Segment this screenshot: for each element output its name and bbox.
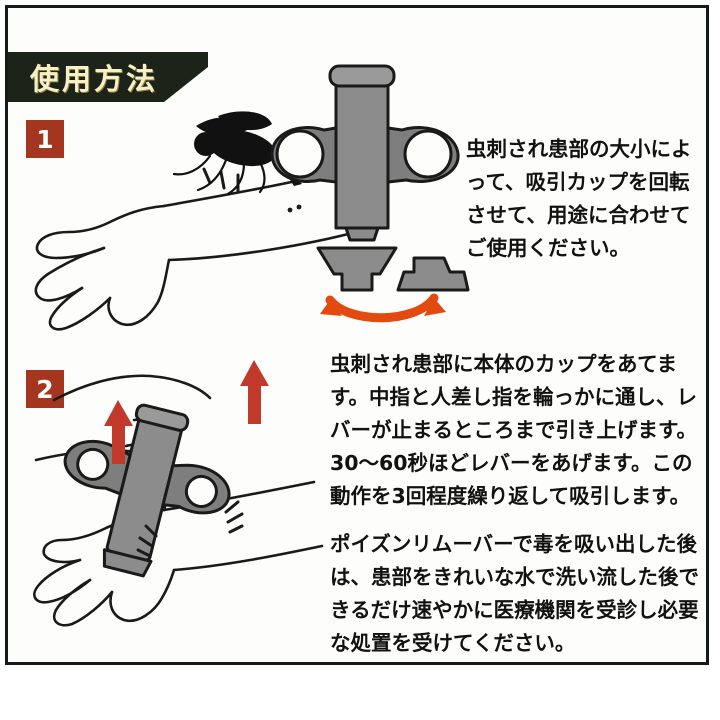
device-ring-handle-left bbox=[270, 126, 338, 184]
hand-outline bbox=[34, 168, 366, 331]
step-badge-1: 1 bbox=[26, 120, 64, 158]
up-arrow-icon-right bbox=[240, 360, 269, 424]
page-title: 使用方法 bbox=[30, 62, 159, 96]
device-top-cap bbox=[328, 64, 396, 88]
illustration-hand-pulling-lever bbox=[14, 360, 324, 660]
illustration-insect-biting-hand bbox=[14, 108, 464, 333]
illustration-poison-remover-device bbox=[268, 58, 470, 323]
device-nozzle bbox=[344, 226, 380, 242]
device-barrel bbox=[334, 76, 390, 230]
step-1-text: 虫刺され患部の大小によって、吸引カップを回転させて、用途に合わせてご使用ください… bbox=[466, 137, 692, 260]
device-ring-handle-right-tilted bbox=[161, 463, 231, 515]
device-in-hand bbox=[63, 403, 231, 578]
device-cup-large bbox=[316, 246, 398, 292]
step-badge-2-label: 2 bbox=[36, 374, 54, 404]
bite-mark-dots bbox=[287, 204, 302, 213]
suction-lines bbox=[136, 500, 244, 558]
device-cup-on-skin bbox=[102, 548, 153, 578]
step-2-text: 虫刺され患部に本体のカップをあてます。中指と人差し指を輪っかに通し、レバーが止ま… bbox=[330, 352, 697, 508]
section-header-banner: 使用方法 bbox=[8, 52, 208, 102]
curved-double-arrow-icon bbox=[320, 293, 446, 323]
aftercare-note-text: ポイズンリムーバーで毒を吸い出した後は、患部をきれいな水で洗い流した後できるだけ… bbox=[330, 532, 699, 655]
up-arrow-icon-left bbox=[104, 400, 133, 464]
step-badge-1-label: 1 bbox=[36, 124, 54, 154]
device-top-cap-tilted bbox=[134, 403, 190, 432]
mosquito-icon bbox=[172, 111, 302, 196]
device-ring-handle-right bbox=[386, 126, 460, 184]
step-badge-2: 2 bbox=[26, 370, 64, 408]
device-cup-small bbox=[396, 256, 470, 292]
